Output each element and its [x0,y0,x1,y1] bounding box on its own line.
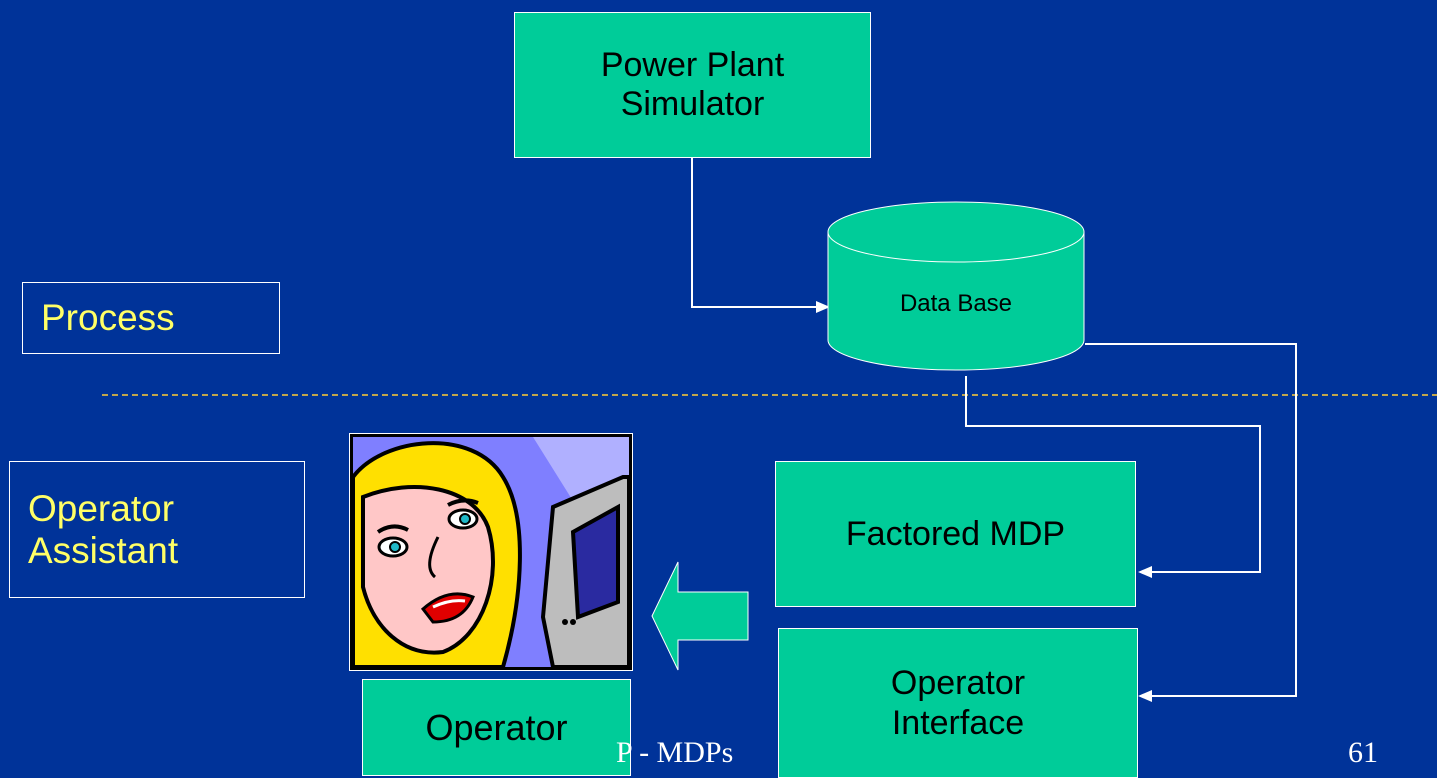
assistant-layer-label: Operator Assistant [9,461,305,598]
database-text: Data Base [899,290,1013,317]
power-plant-line2: Simulator [620,85,765,123]
edge-simulator-to-database [691,158,818,308]
arrowhead-database [816,301,830,313]
database-label: Data Base [828,282,1084,326]
page-number-text: 61 [1348,736,1378,769]
power-plant-line1: Power Plant [600,46,785,84]
interface-line2: Interface [891,704,1025,742]
arrowhead-interface [1138,690,1152,702]
block-arrow [651,561,749,671]
database-cylinder [827,201,1085,371]
operator-interface-box: Operator Interface [778,628,1138,778]
operator-woman-illustration [353,437,629,667]
arrowhead-mdp [1138,566,1152,578]
assistant-line1: Operator [28,487,175,529]
footer-title-text: P - MDPs [616,736,734,769]
operator-text: Operator [425,706,568,748]
edge-database-to-interface [1085,343,1297,697]
operator-box: Operator [362,679,631,776]
page-number: 61 [1348,736,1378,770]
factored-mdp-text: Factored MDP [845,514,1066,553]
process-text: Process [41,297,175,338]
process-layer-label: Process [22,282,280,354]
operator-picture [349,433,633,671]
assistant-line2: Assistant [28,529,179,571]
footer-title: P - MDPs [616,736,733,770]
power-plant-simulator-box: Power Plant Simulator [514,12,871,158]
edge-database-to-mdp [965,376,1261,573]
interface-line1: Operator [890,664,1026,702]
factored-mdp-box: Factored MDP [775,461,1136,607]
